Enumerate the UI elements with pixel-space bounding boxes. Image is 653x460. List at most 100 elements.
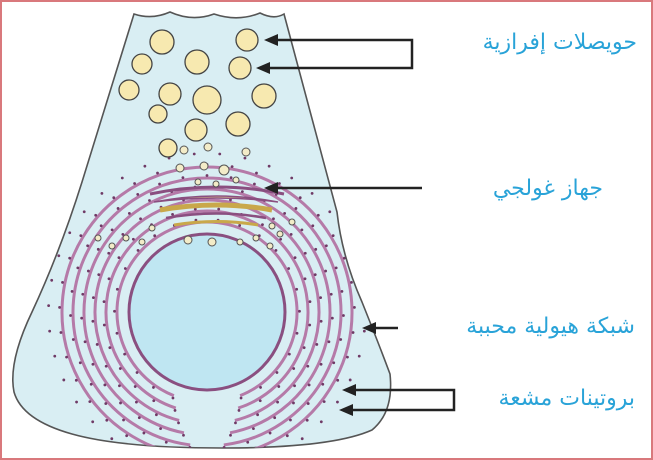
ribosome	[159, 427, 162, 430]
ribosome	[75, 379, 78, 382]
ribosome	[62, 379, 65, 382]
ribosome	[165, 441, 168, 444]
ribosome	[83, 210, 86, 213]
ribosome	[273, 416, 276, 419]
label-rough-er: شبكة هيولية محببة	[466, 316, 635, 338]
ribosome	[118, 384, 121, 387]
ribosome	[299, 196, 302, 199]
secretory-vesicle	[185, 50, 209, 74]
ribosome	[153, 234, 156, 237]
ribosome	[103, 300, 106, 303]
secretory-vesicle	[229, 57, 251, 79]
small-vesicle	[277, 231, 283, 237]
ribosome	[363, 330, 366, 333]
ribosome	[135, 401, 138, 404]
ribosome	[105, 419, 108, 422]
ribosome	[103, 324, 106, 327]
ribosome	[231, 165, 234, 168]
small-vesicle	[269, 223, 275, 229]
ribosome	[193, 153, 196, 156]
ribosome	[96, 343, 99, 346]
small-vesicle	[237, 239, 243, 245]
ribosome	[60, 331, 63, 334]
ribosome	[304, 277, 307, 280]
small-vesicle	[149, 225, 155, 231]
ribosome	[277, 385, 280, 388]
nucleus	[129, 234, 285, 390]
ribosome	[79, 234, 82, 237]
ribosome	[317, 214, 320, 217]
secretory-vesicle	[132, 54, 152, 74]
ribosome	[336, 379, 339, 382]
secretory-vesicle	[226, 112, 250, 136]
ribosome	[315, 343, 318, 346]
ribosome	[152, 386, 155, 389]
ribosome	[314, 273, 317, 276]
ribosome	[155, 413, 158, 416]
ribosome	[174, 409, 177, 412]
ribosome	[171, 213, 174, 216]
ribosome	[158, 183, 161, 186]
ribosome	[244, 157, 247, 160]
ribosome	[308, 324, 311, 327]
ribosome	[308, 384, 311, 387]
ribosome	[278, 182, 281, 185]
ribosome	[122, 419, 125, 422]
secretory-vesicle	[185, 119, 207, 141]
ribosome	[100, 192, 103, 195]
ribosome	[339, 338, 342, 341]
ribosome	[290, 233, 293, 236]
small-vesicle	[195, 179, 201, 185]
small-vesicle	[267, 243, 273, 249]
ribosome	[177, 422, 180, 425]
ribosome	[182, 176, 185, 179]
ribosome	[229, 434, 232, 437]
secretory-vesicle	[119, 80, 139, 100]
ribosome	[288, 353, 291, 356]
small-vesicle	[95, 235, 101, 241]
ribosome	[328, 210, 331, 213]
ribosome	[349, 379, 352, 382]
ribosome	[182, 434, 185, 437]
small-vesicle	[253, 235, 259, 241]
ribosome	[294, 256, 297, 259]
secretory-vesicle	[193, 86, 221, 114]
ribosome	[57, 254, 60, 257]
small-vesicle	[219, 165, 229, 175]
ribosome	[311, 192, 314, 195]
ribosome	[350, 281, 353, 284]
ribosome	[104, 402, 107, 405]
ribosome	[256, 413, 259, 416]
ribosome	[100, 224, 103, 227]
ribosome	[306, 365, 309, 368]
ribosome	[343, 231, 346, 234]
ribosome	[53, 355, 56, 358]
ribosome	[121, 177, 124, 180]
ribosome	[330, 293, 333, 296]
ribosome	[289, 419, 292, 422]
ribosome	[325, 244, 328, 247]
ribosome	[311, 224, 314, 227]
ribosome	[321, 383, 324, 386]
ribosome	[252, 427, 255, 430]
ribosome	[103, 384, 106, 387]
ribosome	[134, 385, 137, 388]
ribosome	[47, 304, 50, 307]
ribosome	[286, 434, 289, 437]
ribosome	[108, 346, 111, 349]
ribosome	[148, 199, 151, 202]
ribosome	[259, 386, 262, 389]
ribosome	[136, 371, 139, 374]
ribosome	[172, 397, 175, 400]
ribosome	[87, 270, 90, 273]
ribosome	[119, 367, 122, 370]
ribosome	[300, 228, 303, 231]
ribosome	[117, 207, 120, 210]
ribosome	[307, 402, 310, 405]
small-vesicle	[204, 143, 212, 151]
ribosome	[113, 310, 116, 313]
ribosome	[152, 399, 155, 402]
secretory-vesicle	[236, 29, 258, 51]
ribosome	[206, 174, 209, 177]
